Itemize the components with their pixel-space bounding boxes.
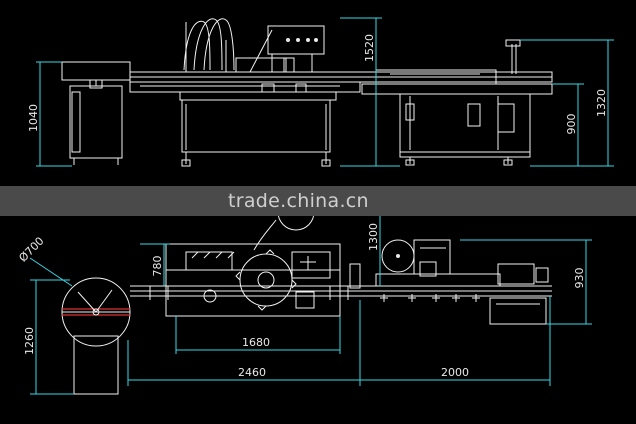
labeling-machine-elevation: [375, 39, 531, 166]
dim-900-label: 900: [565, 114, 578, 135]
filling-machine-elevation: [179, 18, 337, 167]
dim-1040-label: 1040: [27, 104, 40, 132]
labeling-machine-plan: [375, 239, 549, 325]
plan-view: [61, 193, 552, 395]
dim-1300-label: 1300: [367, 223, 380, 251]
dim-930-label: 930: [573, 268, 586, 289]
main-conveyor-elevation: [129, 71, 553, 95]
watermark-band: [0, 186, 636, 216]
dim-diameter-700-label: Ø700: [16, 234, 46, 264]
dim-1520-label: 1520: [363, 34, 376, 62]
infeed-turntable-elevation: [61, 61, 131, 165]
watermark-text: trade.china.cn: [228, 190, 369, 212]
dim-1260-label: 1260: [23, 327, 36, 355]
conveyor-crosses: [149, 286, 480, 302]
side-elevation-view: [61, 18, 553, 167]
dim-1320-label: 1320: [595, 89, 608, 117]
side-elevation-dimensions: 1040 1520 900 1320: [27, 17, 614, 167]
plan-view-dimensions: Ø700 780 1300 930 1260 1680 2460 2000: [16, 195, 592, 395]
dim-2460-label: 2460: [238, 366, 266, 379]
dim-2000-label: 2000: [441, 366, 469, 379]
main-conveyor-plan: [130, 285, 552, 302]
infeed-turntable-plan: [61, 277, 131, 395]
dim-780-label: 780: [151, 256, 164, 277]
dim-1680-label: 1680: [242, 336, 270, 349]
